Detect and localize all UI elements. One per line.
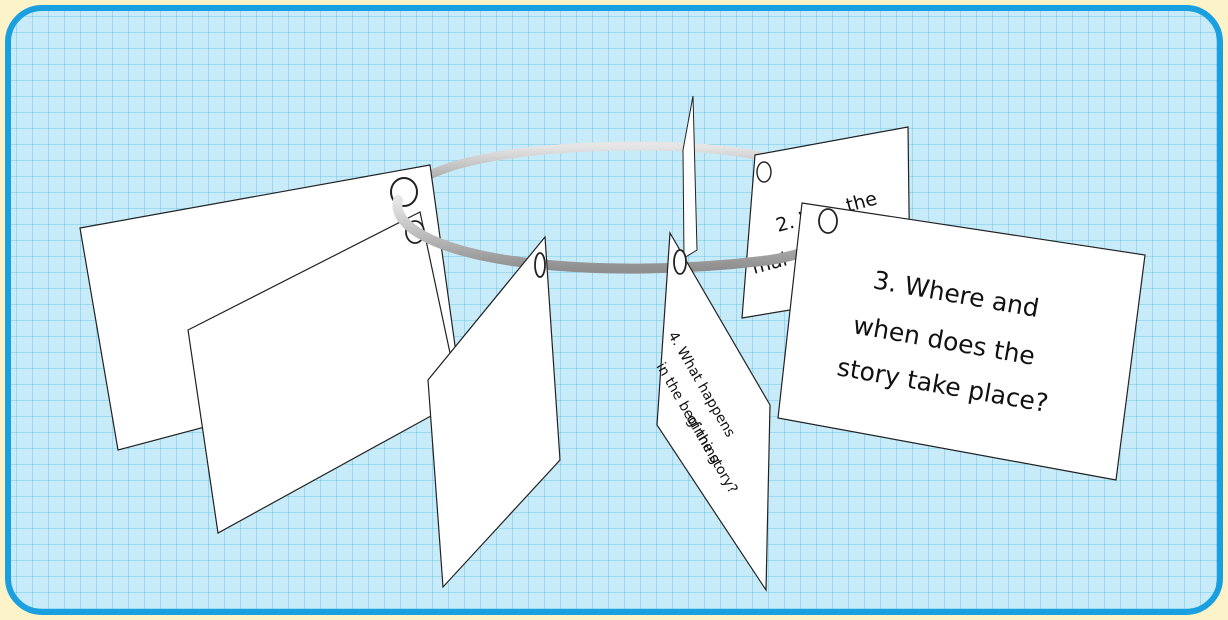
illustration-canvas: 2. W the mai 3. Where and when does the …	[0, 0, 1228, 616]
ring-cards-illustration: 2. W the mai 3. Where and when does the …	[0, 0, 1228, 616]
